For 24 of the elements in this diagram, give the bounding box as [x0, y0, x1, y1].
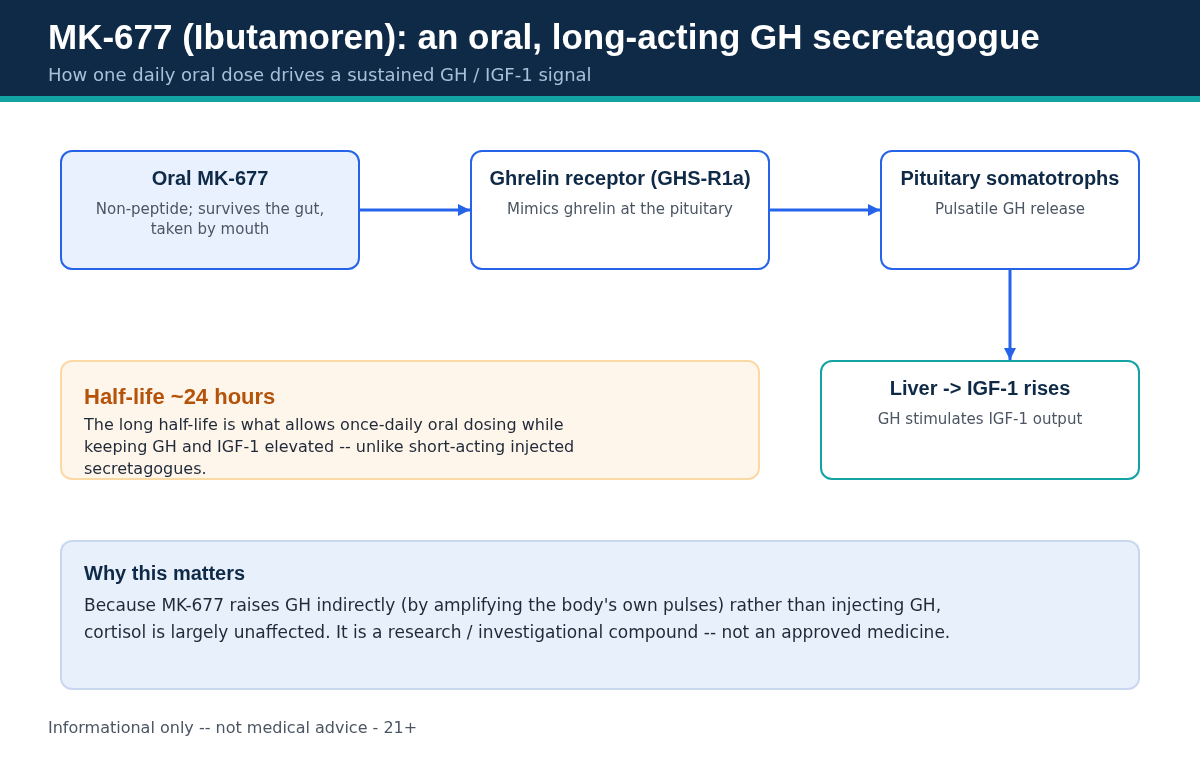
step-title: Liver -> IGF-1 rises	[889, 376, 1071, 401]
info-panel	[60, 540, 1140, 690]
process-box	[60, 150, 360, 270]
note-panel	[60, 360, 760, 480]
process-box	[470, 150, 770, 270]
step-description: Mimics ghrelin at the pituitary	[507, 199, 733, 219]
arrow	[360, 204, 470, 216]
page-title: MK-677 (Ibutamoren): an oral, long-acting GH secretagogue	[48, 16, 1040, 58]
note-heading: Half-life ~24 hours	[84, 383, 276, 411]
arrow	[1004, 270, 1016, 360]
subtitle: How one daily oral dose drives a sustained GH / IGF-1 signal	[48, 63, 592, 87]
arrow	[770, 204, 880, 216]
info-text: Because MK-677 raises GH indirectly (by amplifying the body's own pulses) rather than injecting GH, cortisol is largely unaffected. It is a research / investigational compound -- not an approved medicine.	[84, 594, 952, 644]
step-description: GH stimulates IGF-1 output	[877, 409, 1083, 429]
note-text: The long half-life is what allows once-daily oral dosing while keeping GH and IGF-1 elevated -- unlike short-acting injected secretagogues.	[84, 414, 576, 480]
step-title: Ghrelin receptor (GHS-R1a)	[489, 166, 751, 191]
result-box	[820, 360, 1140, 480]
footer-note: Informational only -- not medical advice - 21+	[48, 717, 418, 739]
step-title: Oral MK-677	[151, 166, 269, 191]
step-description: Pulsatile GH release	[934, 199, 1085, 219]
step-title: Pituitary somatotrophs	[900, 166, 1120, 191]
process-box	[880, 150, 1140, 270]
step-description: Non-peptide; survives the gut, taken by mouth	[94, 199, 326, 239]
info-heading: Why this matters	[84, 561, 246, 586]
